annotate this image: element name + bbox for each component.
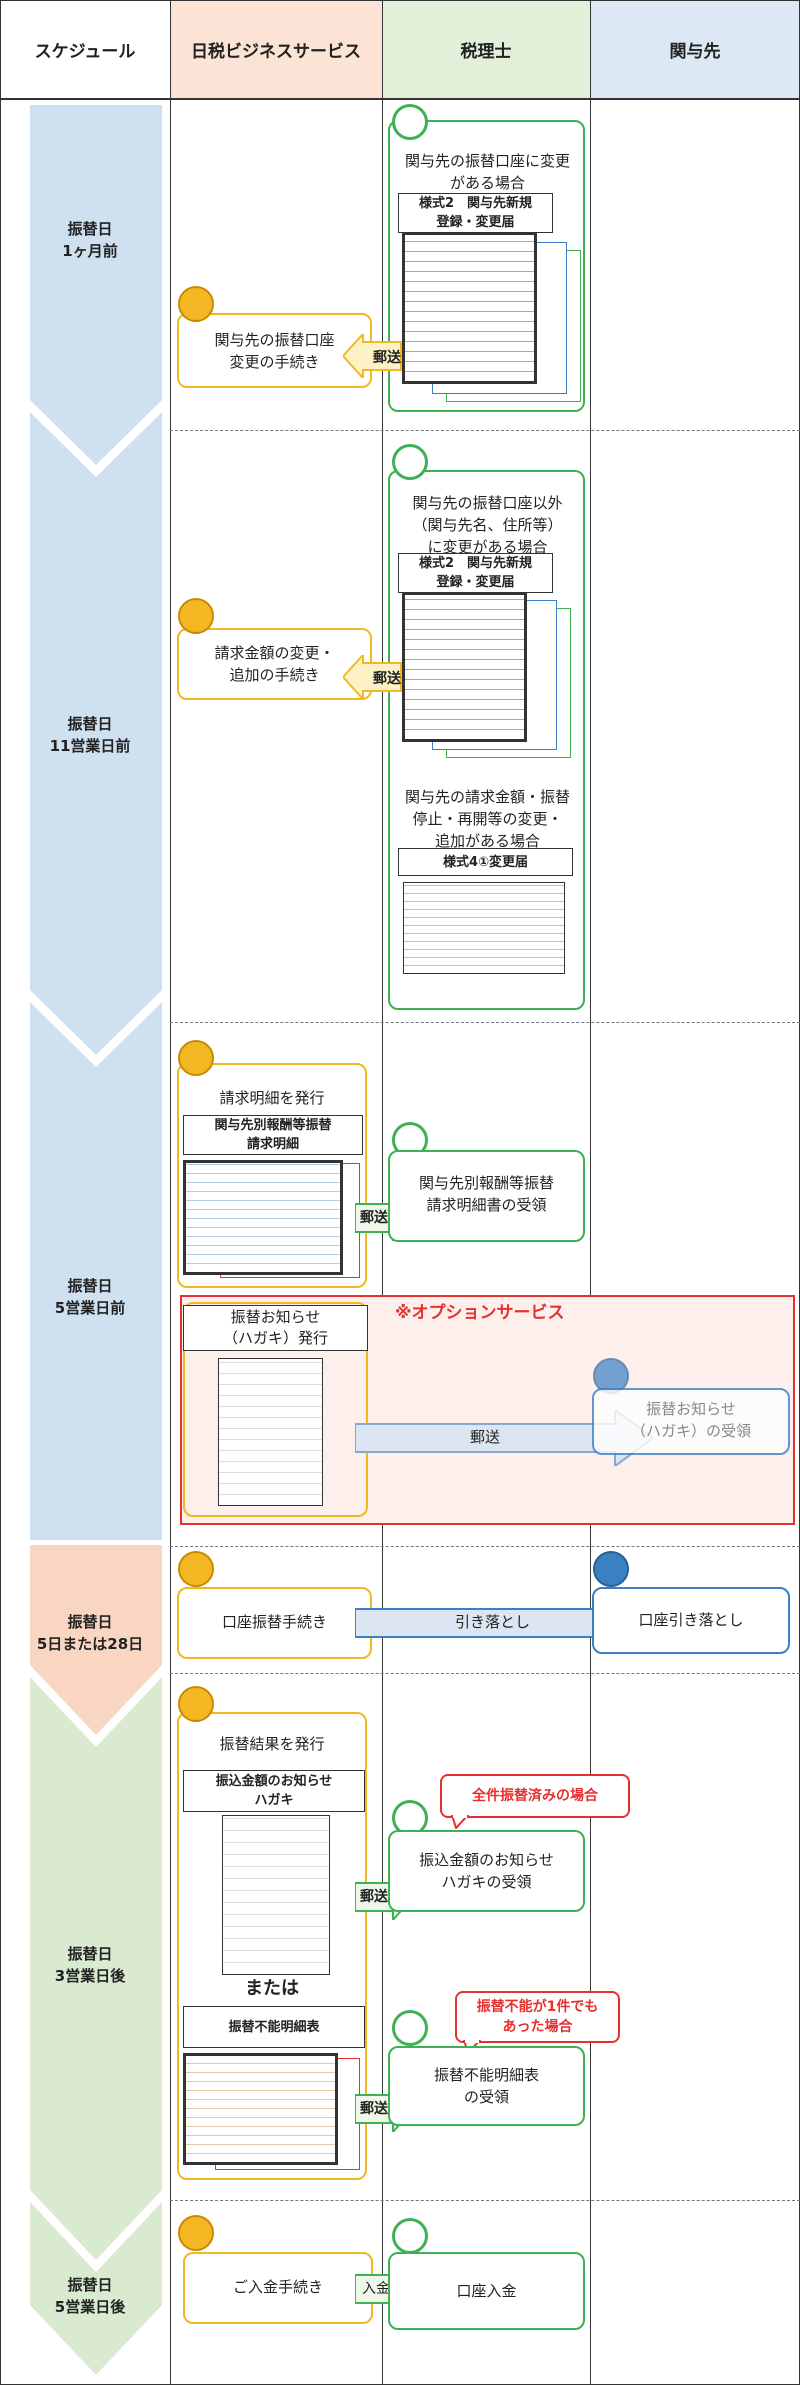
nbs-box-account-change <box>177 313 372 388</box>
tax-accountant-person-icon <box>392 444 428 480</box>
tax-text-billing-statement-receipt: 関与先別報酬等振替請求明細書の受領 <box>418 1174 554 1214</box>
form2-document-image <box>402 232 537 384</box>
form2-title-frame: 様式2 関与先新規登録・変更届 <box>398 193 553 233</box>
outer-border-top <box>0 0 800 1</box>
header-tax-bg <box>382 0 590 100</box>
nbs-building-icon <box>178 286 214 322</box>
callout-pointer <box>450 1815 470 1829</box>
form2-document-image <box>402 592 527 742</box>
form4-title-frame: 様式4①変更届 <box>398 848 573 876</box>
header-nichizei-business-service: 日税ビジネスサービス <box>170 0 382 100</box>
callout-all-transferred: 全件振替済みの場合 <box>440 1774 630 1818</box>
postcard-title-frame: 振替お知らせ（ハガキ）発行 <box>183 1305 368 1351</box>
nbs-building-icon <box>178 1551 214 1587</box>
form4-document-image <box>403 882 565 974</box>
tax-box-billing-statement-receipt <box>388 1150 585 1242</box>
tax-text-account-change: 関与先の振替口座に変更がある場合 <box>404 152 570 192</box>
tax-accountant-person-icon <box>392 2218 428 2254</box>
stage-separator <box>170 2200 800 2201</box>
nbs-text-transfer-result: 振替結果を発行 <box>219 1735 325 1753</box>
nbs-text-account-change: 関与先の振替口座変更の手続き <box>214 331 335 371</box>
transfer-notice-title-frame: 振込金額のお知らせハガキ <box>183 1770 365 1812</box>
column-divider <box>590 0 591 2385</box>
mail-arrow-label: 郵送 <box>360 2101 388 2117</box>
header-client: 関与先 <box>590 0 800 100</box>
stage-chevron-6 <box>30 2202 162 2375</box>
stage-separator <box>170 1673 800 1674</box>
or-text: または <box>245 1978 299 1999</box>
tax-box-unpaid-list-receipt <box>388 2046 585 2126</box>
transfer-notice-document-image <box>222 1815 330 1975</box>
mail-arrow-left <box>343 655 402 699</box>
header-tax-accountant: 税理士 <box>382 0 590 100</box>
header-client-bg <box>590 0 800 100</box>
nbs-text-payment: ご入金手続き <box>232 2278 323 2296</box>
postcard-document-image <box>218 1358 323 1506</box>
client-box-debit <box>592 1587 790 1654</box>
mail-arrow-label: 郵送 <box>373 350 401 366</box>
client-text-postcard-receipt: 振替お知らせ（ハガキ）の受領 <box>630 1400 751 1440</box>
nbs-box-debit-procedure <box>177 1587 372 1659</box>
client-person-icon <box>593 1551 629 1587</box>
mail-arrow-left <box>343 334 402 378</box>
stage-chevron-2 <box>30 412 162 1055</box>
tax-text-account-deposit: 口座入金 <box>456 2282 517 2300</box>
stage-chevron-3 <box>30 1002 162 1540</box>
form2-title-frame-2: 様式2 関与先新規登録・変更届 <box>398 553 553 593</box>
nbs-text-billing-change: 請求金額の変更・追加の手続き <box>214 644 335 684</box>
stage-separator <box>170 1546 800 1547</box>
tax-box-notice-receipt <box>388 1830 585 1912</box>
schedule-chevrons <box>30 105 162 2375</box>
option-service-label: ※オプションサービス <box>395 1303 565 1323</box>
nbs-building-icon <box>178 598 214 634</box>
tax-text-notice-receipt: 振込金額のお知らせハガキの受領 <box>419 1851 554 1891</box>
mail-arrow-label: 郵送 <box>373 671 401 687</box>
nbs-box-billing-change <box>177 628 372 700</box>
nbs-building-icon <box>178 1686 214 1722</box>
mail-arrow-label: 郵送 <box>360 1889 388 1905</box>
tax-accountant-person-icon <box>392 2010 428 2046</box>
debit-arrow-label: 引き落とし <box>455 1613 531 1631</box>
unpaid-list-document-image <box>183 2053 338 2165</box>
column-divider <box>0 0 1 2385</box>
nbs-building-icon <box>178 2215 214 2251</box>
column-divider <box>170 0 171 2385</box>
mail-arrow-label: 郵送 <box>470 1428 501 1446</box>
billing-statement-title-frame: 関与先別報酬等振替請求明細 <box>183 1115 363 1155</box>
header-nbs-bg <box>170 0 382 100</box>
tax-text-other-change: 関与先の振替口座以外（関与先名、住所等）に変更がある場合 <box>412 494 563 556</box>
client-text-debit: 口座引き落とし <box>638 1611 744 1629</box>
payment-arrow-label: 入金 <box>362 2281 390 2297</box>
callout-unpaid-exists: 振替不能が1件でもあった場合 <box>455 1991 620 2043</box>
mail-arrow-label: 郵送 <box>360 1210 388 1226</box>
stage-separator <box>170 1022 800 1023</box>
stage-separator <box>170 430 800 431</box>
nbs-text-debit-procedure: 口座振替手続き <box>221 1613 327 1631</box>
column-divider <box>382 0 383 2385</box>
nbs-text-billing-statement: 請求明細を発行 <box>219 1089 325 1107</box>
stage-chevron-5 <box>30 1677 162 2260</box>
unpaid-list-title-frame: 振替不能明細表 <box>183 2006 365 2048</box>
nbs-building-icon <box>178 1040 214 1076</box>
stage-chevron-1 <box>30 105 162 465</box>
stage-chevron-4 <box>30 1545 162 1735</box>
tax-box-account-deposit <box>388 2252 585 2330</box>
tax-text-billing-change: 関与先の請求金額・振替停止・再開等の変更・追加がある場合 <box>404 788 570 850</box>
header-schedule: スケジュール <box>0 0 170 100</box>
nbs-box-payment <box>183 2252 373 2324</box>
tax-text-unpaid-list-receipt: 振替不能明細表の受領 <box>433 2066 539 2106</box>
tax-accountant-person-icon <box>392 104 428 140</box>
billing-statement-document-image <box>183 1160 343 1275</box>
client-box-postcard-receipt <box>592 1388 790 1455</box>
